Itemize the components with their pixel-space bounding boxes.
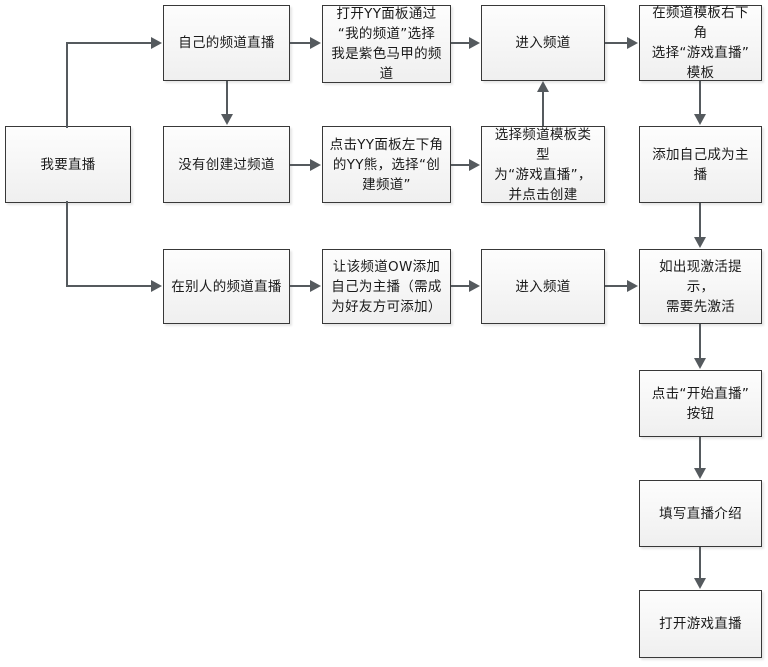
arrowhead-to-click-yy-bear — [310, 159, 321, 171]
arrowhead-to-open-yy-panel — [310, 37, 321, 49]
node-own-channel[interactable]: 自己的频道直播 — [163, 5, 290, 81]
arrowhead-to-activate-hint-right — [627, 280, 638, 292]
connector-pick-template-to-add-self-host — [699, 81, 701, 115]
arrowhead-to-open-game-live — [694, 578, 706, 589]
connector-ow-add-self-to-enter-channel-2 — [451, 285, 470, 287]
connector-click-start-to-fill-intro — [699, 437, 701, 469]
arrowhead-to-own-channel — [151, 37, 162, 49]
arrowhead-to-enter-channel-2 — [469, 280, 480, 292]
connector-start-trunk-up — [66, 42, 68, 128]
arrowhead-to-click-start — [694, 358, 706, 369]
connector-add-self-host-to-activate-hint — [699, 203, 701, 238]
connector-click-yy-bear-to-choose-type — [451, 164, 470, 166]
connector-fill-intro-to-open-game-live — [699, 547, 701, 579]
node-ow-add-self[interactable]: 让该频道OW添加 自己为主播（需成 为好友方可添加） — [322, 249, 451, 324]
node-choose-type[interactable]: 选择频道模板类型 为“游戏直播”， 并点击创建 — [481, 126, 605, 203]
node-open-game-live[interactable]: 打开游戏直播 — [639, 590, 762, 658]
node-open-yy-panel[interactable]: 打开YY面板通过 “我的频道”选择 我是紫色马甲的频 道 — [322, 5, 451, 83]
connector-no-channel-to-click-yy-bear — [290, 164, 311, 166]
node-click-yy-bear[interactable]: 点击YY面板左下角 的YY熊，选择“创 建频道” — [322, 126, 451, 203]
node-activate-hint[interactable]: 如出现激活提示， 需要先激活 — [639, 249, 762, 324]
arrowhead-to-fill-intro — [694, 468, 706, 479]
arrowhead-to-enter-channel-1 — [469, 37, 480, 49]
connector-own-channel-to-open-yy-panel — [290, 42, 311, 44]
node-add-self-host[interactable]: 添加自己成为主播 — [639, 126, 762, 203]
node-pick-template[interactable]: 在频道模板右下角 选择“游戏直播” 模板 — [639, 5, 762, 81]
node-other-channel[interactable]: 在别人的频道直播 — [163, 249, 290, 324]
node-enter-channel-2[interactable]: 进入频道 — [481, 249, 605, 324]
node-fill-intro[interactable]: 填写直播介绍 — [639, 480, 762, 547]
arrowhead-to-activate-hint — [694, 237, 706, 248]
arrowhead-to-no-channel — [221, 114, 233, 125]
arrowhead-to-enter-channel-1-up — [537, 81, 549, 92]
arrowhead-to-add-self-host — [694, 114, 706, 125]
connector-activate-hint-to-click-start — [699, 324, 701, 359]
connector-other-channel-to-ow-add-self — [290, 285, 311, 287]
connector-open-yy-panel-to-enter-channel-1 — [451, 42, 470, 44]
node-click-start-live[interactable]: 点击“开始直播” 按钮 — [639, 370, 762, 437]
arrowhead-to-ow-add-self — [310, 280, 321, 292]
connector-start-to-other-channel — [66, 285, 152, 287]
node-start[interactable]: 我要直播 — [5, 126, 131, 203]
connector-enter-channel-2-to-activate-hint — [605, 285, 628, 287]
arrowhead-to-choose-type — [469, 159, 480, 171]
node-enter-channel-1[interactable]: 进入频道 — [481, 5, 605, 81]
connector-own-channel-to-no-channel — [226, 81, 228, 115]
connector-enter-channel-1-to-pick-template — [605, 42, 628, 44]
arrowhead-to-other-channel — [151, 280, 162, 292]
connector-choose-type-to-enter-channel-1 — [542, 92, 544, 126]
arrowhead-to-pick-template — [627, 37, 638, 49]
connector-start-to-own-channel — [66, 42, 152, 44]
connector-start-trunk-down — [66, 201, 68, 287]
node-no-channel[interactable]: 没有创建过频道 — [163, 126, 290, 203]
